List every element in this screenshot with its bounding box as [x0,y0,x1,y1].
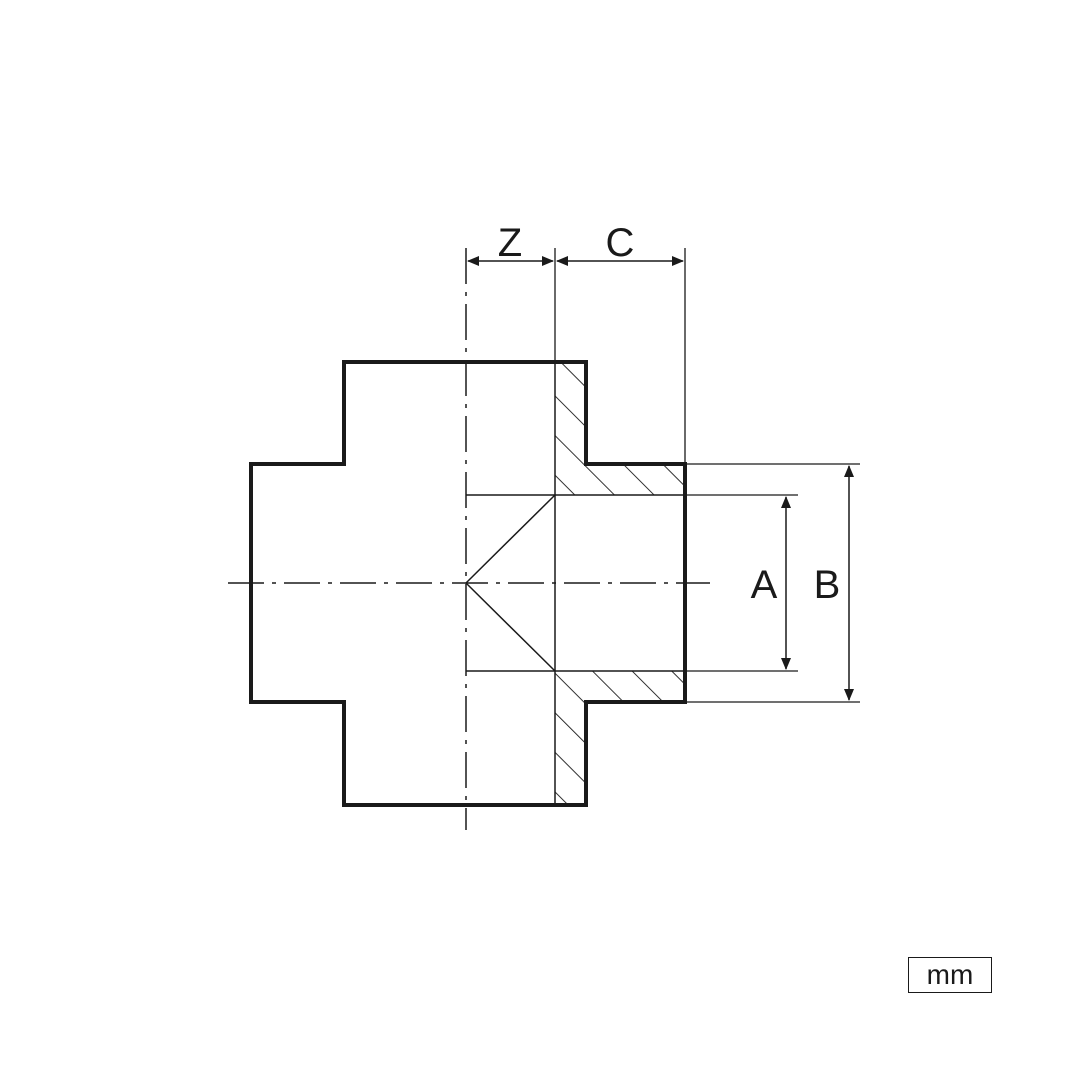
extension-lines [554,248,860,703]
center-lines [228,248,710,830]
cone-lower-line [465,582,556,672]
cone-upper-line [465,494,556,584]
dim-label-c: C [606,221,635,265]
hatched-wall-sections [555,362,685,805]
hatch-lower [555,671,685,805]
hatch-upper [555,362,685,495]
dim-label-b: B [814,563,841,607]
unit-label: mm [908,957,992,993]
dimension-arrows [467,256,854,701]
dim-label-a: A [751,563,778,607]
fitting-outline [249,360,687,807]
dim-label-z: Z [498,221,522,265]
